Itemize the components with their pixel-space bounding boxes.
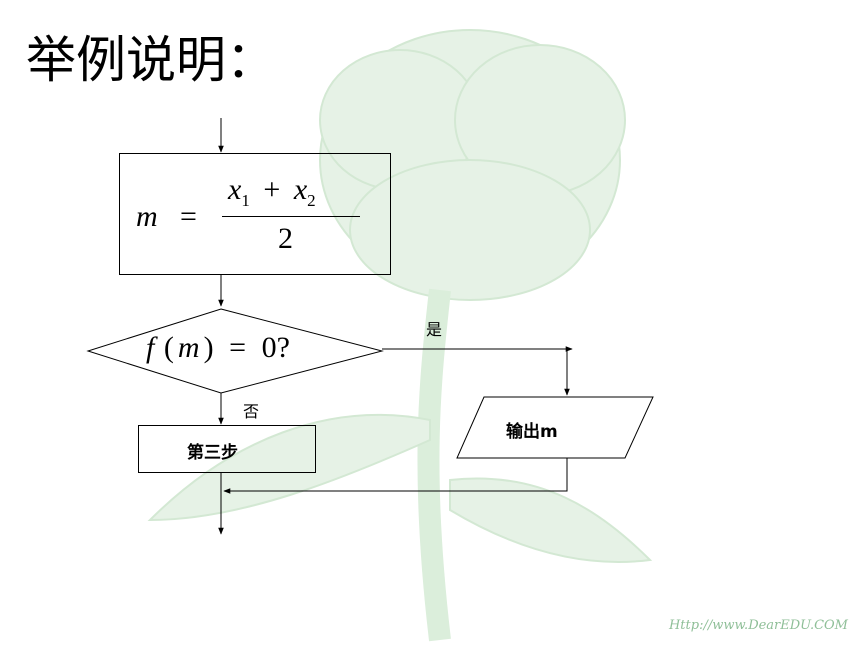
formula-equals: = [180,200,197,233]
page-title: 举例说明： [26,31,276,89]
decision-close-paren: ) [203,331,214,364]
output-parallelogram [456,396,654,459]
formula-x2: x [293,173,308,206]
formula-denominator: 2 [278,222,293,255]
formula-sub2: 2 [307,191,316,210]
line-output-merge [223,458,568,494]
decision-text: f (m) = 0? [146,330,290,365]
label-no: 否 [243,402,260,421]
label-yes: 是 [426,320,443,339]
formula-plus: + [263,173,281,206]
formula-sub1: 1 [241,191,250,210]
decision-question: ? [276,331,290,364]
step3-box: 第三步 [138,425,316,473]
decision-m: m [177,331,200,364]
decision-equals: = [229,331,247,364]
watermark: Http://www.DearEDU.COM [668,618,848,633]
fraction-bar [222,216,360,217]
decision-f: f [146,331,155,364]
decision-open-paren: ( [163,331,174,364]
formula-m: m [136,200,158,233]
formula: m = x1 + x2 2 [136,170,376,260]
process-box [119,153,391,275]
step3-label: 第三步 [187,443,238,463]
formula-numerator: x1 + x2 [228,172,316,210]
decision-zero: 0 [261,331,277,364]
formula-x1: x [228,173,242,206]
output-label: 输出m [506,422,558,442]
